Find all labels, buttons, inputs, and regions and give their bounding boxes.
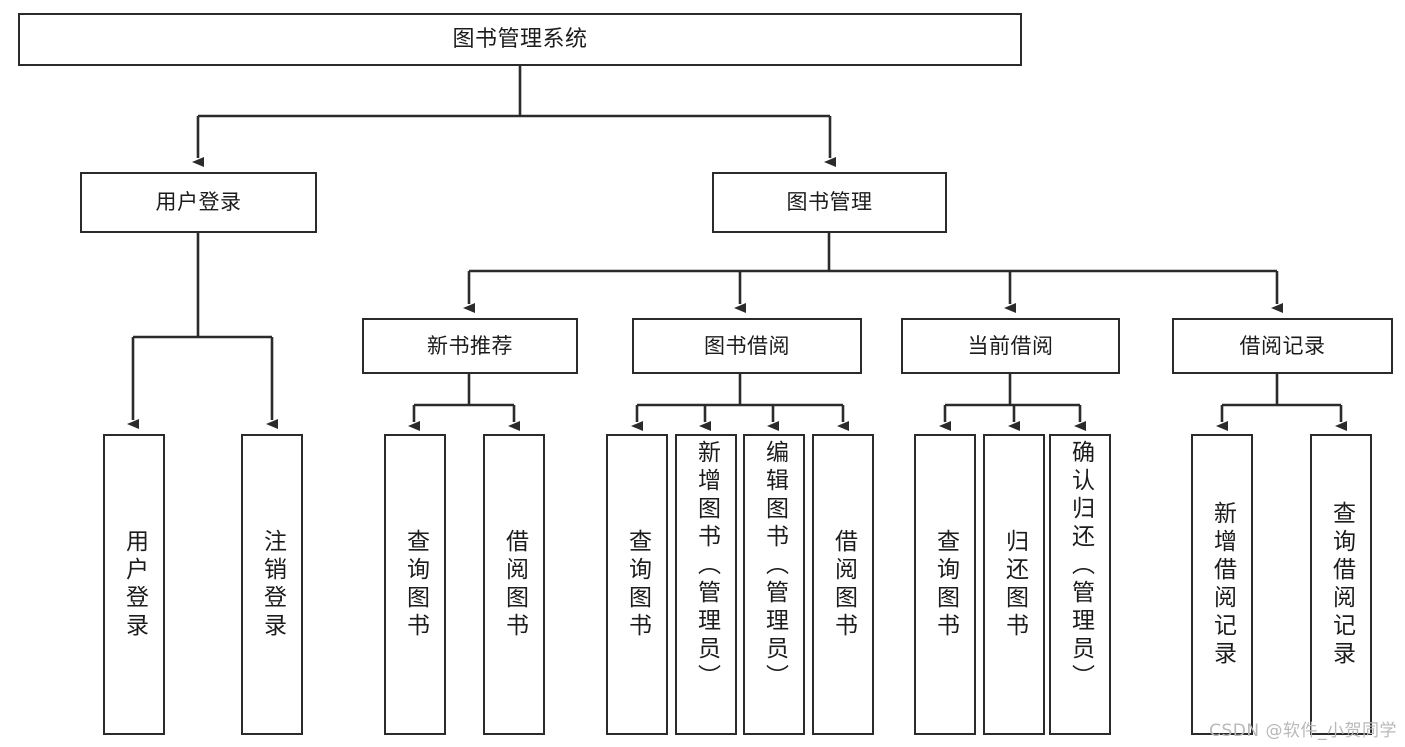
node-label: 查询图书 (402, 528, 429, 641)
node-label: 注销登录 (259, 528, 286, 641)
leaf-user-login-logout[interactable]: 注销登录 (241, 434, 303, 735)
leaf-book-borrow-query[interactable]: 查询图书 (606, 434, 668, 735)
node-label: 用户登录 (155, 190, 242, 215)
node-book-borrow[interactable]: 图书借阅 (632, 318, 862, 374)
node-user-login[interactable]: 用户登录 (80, 172, 317, 233)
node-current-borrow[interactable]: 当前借阅 (901, 318, 1120, 374)
node-label: 新增图书（管理员） (693, 440, 720, 692)
leaf-current-borrow-confirm-return[interactable]: 确认归还（管理员） (1049, 434, 1111, 735)
node-borrow-record[interactable]: 借阅记录 (1172, 318, 1393, 374)
leaf-new-book-borrow[interactable]: 借阅图书 (483, 434, 545, 735)
node-label: 新书推荐 (427, 333, 513, 358)
node-label: 用户登录 (121, 528, 148, 641)
leaf-user-login-login[interactable]: 用户登录 (103, 434, 165, 735)
leaf-book-borrow-add[interactable]: 新增图书（管理员） (675, 434, 737, 735)
node-label: 查询借阅记录 (1328, 500, 1355, 669)
leaf-new-book-query[interactable]: 查询图书 (384, 434, 446, 735)
node-root-system[interactable]: 图书管理系统 (18, 13, 1022, 66)
leaf-current-borrow-query[interactable]: 查询图书 (914, 434, 976, 735)
node-book-management[interactable]: 图书管理 (712, 172, 947, 233)
node-label: 图书管理系统 (452, 26, 588, 52)
node-label: 归还图书 (1001, 528, 1028, 641)
node-label: 查询图书 (624, 528, 651, 641)
leaf-book-borrow-lend[interactable]: 借阅图书 (812, 434, 874, 735)
node-label: 新增借阅记录 (1209, 500, 1236, 669)
node-label: 确认归还（管理员） (1067, 440, 1094, 692)
leaf-book-borrow-edit[interactable]: 编辑图书（管理员） (743, 434, 805, 735)
node-label: 借阅记录 (1239, 333, 1326, 358)
node-label: 借阅图书 (501, 528, 528, 641)
node-label: 图书管理 (786, 190, 873, 215)
node-label: 查询图书 (932, 528, 959, 641)
node-new-book-recommend[interactable]: 新书推荐 (362, 318, 578, 374)
node-label: 编辑图书（管理员） (761, 440, 788, 692)
node-label: 当前借阅 (967, 333, 1054, 358)
leaf-borrow-record-add[interactable]: 新增借阅记录 (1191, 434, 1253, 735)
leaf-borrow-record-query[interactable]: 查询借阅记录 (1310, 434, 1372, 735)
watermark: CSDN @软件_小贺同学 (1209, 721, 1397, 741)
leaf-current-borrow-return[interactable]: 归还图书 (983, 434, 1045, 735)
node-label: 借阅图书 (830, 528, 857, 641)
node-label: 图书借阅 (704, 333, 790, 358)
